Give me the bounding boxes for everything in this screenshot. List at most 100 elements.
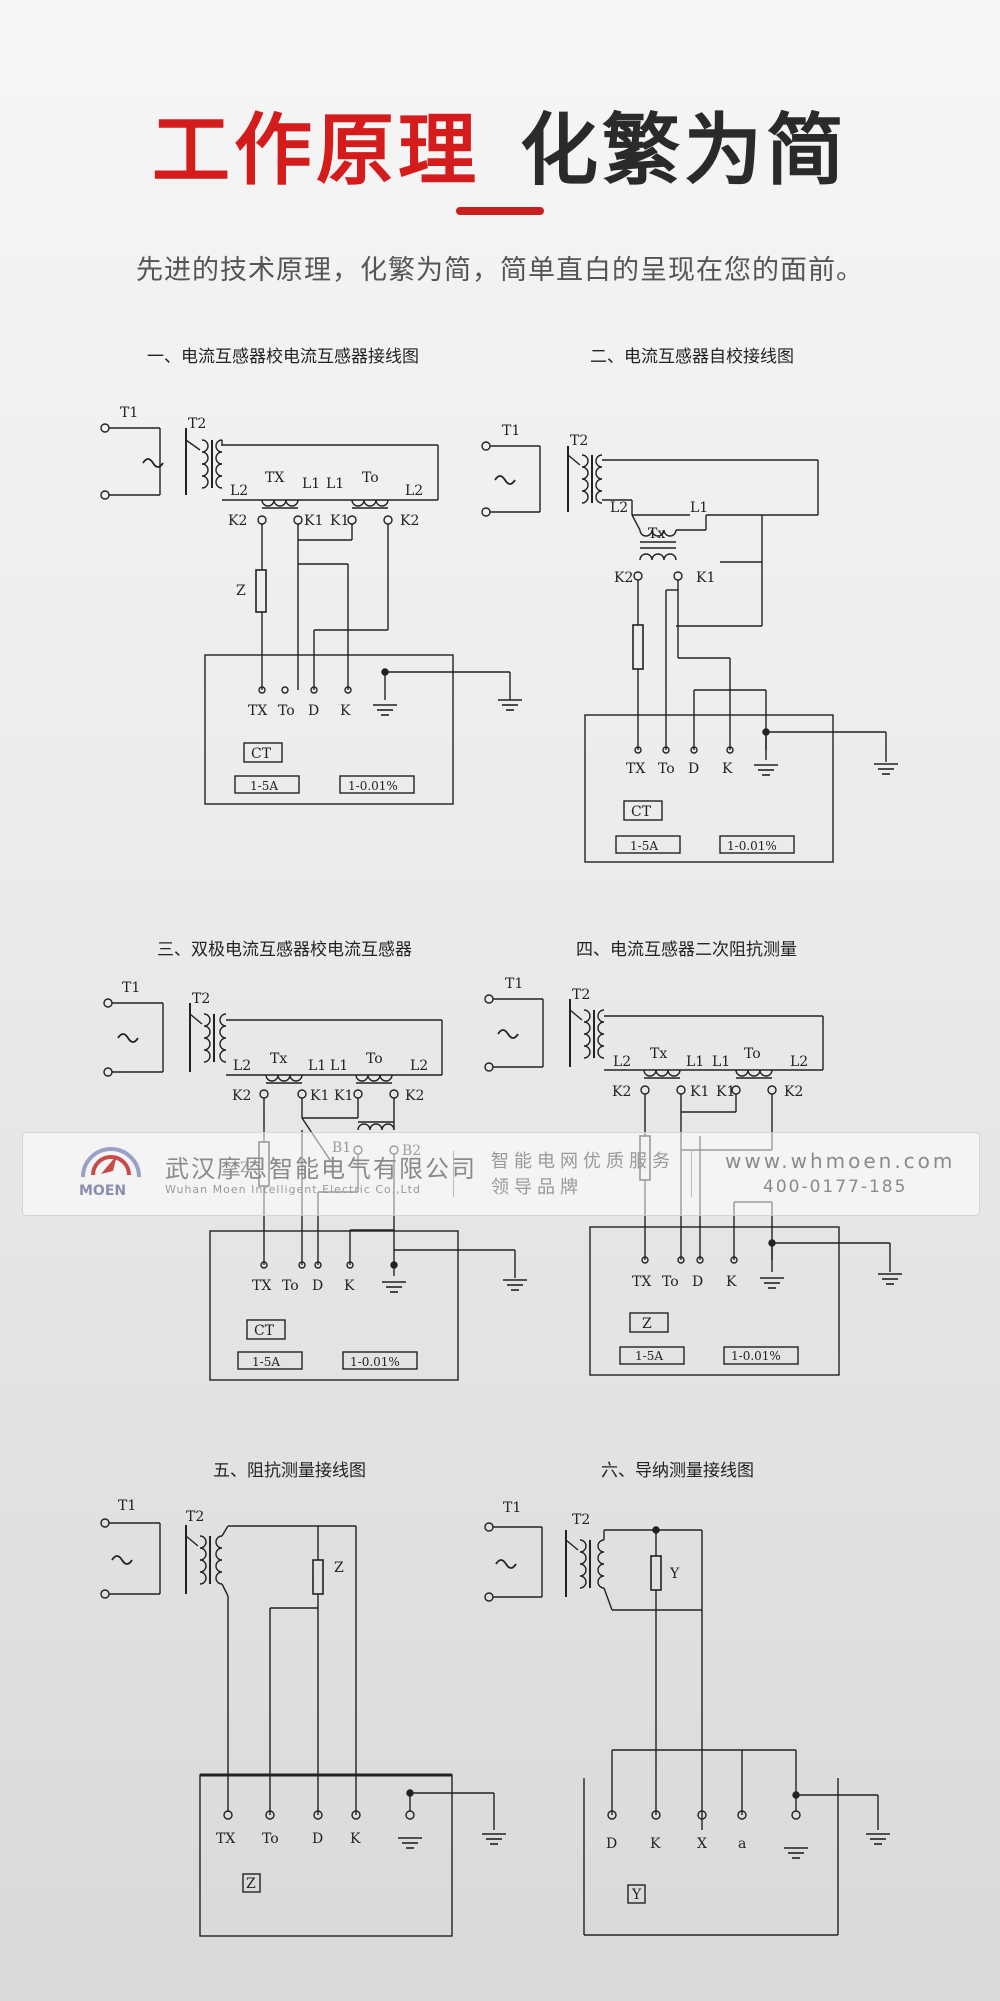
label-tx: Tx (648, 526, 665, 542)
terminal-d: D (606, 1836, 617, 1852)
t2-coil-icon (201, 439, 209, 489)
label-t1: T1 (120, 405, 138, 421)
phone-number: 400-0177-185 (763, 1177, 908, 1197)
diagram-2-caption: 二、电流互感器自校接线图 (590, 347, 794, 367)
label-t2: T2 (188, 416, 206, 432)
terminal-k: K (650, 1836, 661, 1852)
website-url: www.whmoen.com (725, 1149, 956, 1173)
label-z: Z (236, 583, 246, 599)
label-l2: L2 (230, 483, 248, 499)
panel-accuracy: 1-0.01% (731, 1349, 781, 1363)
panel-accuracy: 1-0.01% (348, 779, 398, 793)
label-k1: K1 (696, 570, 715, 586)
label-l1b: L1 (712, 1054, 730, 1070)
terminal-d: D (688, 761, 699, 777)
terminal-a: a (738, 1836, 746, 1852)
diagram-5: T1 T2 Z TX To D K Z (100, 1498, 507, 1937)
terminal-k: K (340, 703, 351, 719)
label-k1: K1 (310, 1088, 329, 1104)
label-t1: T1 (505, 976, 523, 992)
label-l1: L1 (686, 1054, 704, 1070)
label-tx: Tx (270, 1051, 287, 1067)
label-k1: K1 (690, 1084, 709, 1100)
diagram-3-caption: 三、双极电流互感器校电流互感器 (157, 940, 412, 960)
terminal-to: To (278, 703, 295, 719)
watermark-divider (453, 1151, 454, 1197)
label-l2b: L2 (410, 1058, 428, 1074)
terminal-tx: TX (248, 703, 267, 719)
diagram-3: T1 T2 L2 Tx L1 L1 To L2 K2 K1 K1 K2 B1 B… (103, 980, 528, 1381)
terminal-to: To (658, 761, 675, 777)
page-title: 工作原理化繁为简 (0, 88, 1000, 200)
panel-label: CT (251, 746, 272, 762)
terminal-k: K (350, 1831, 361, 1847)
panel-range: 1-5A (250, 779, 278, 793)
title-underline (456, 207, 544, 215)
label-to: To (362, 470, 379, 486)
label-k1b: K1 (716, 1084, 735, 1100)
terminal-k: K (344, 1278, 355, 1294)
terminal-d: D (308, 703, 319, 719)
label-k1b: K1 (334, 1088, 353, 1104)
label-k2: K2 (614, 570, 633, 586)
company-name-en: Wuhan Moen Intelligent Electric Co.,Ltd (165, 1183, 421, 1196)
slogan-line-1: 智能电网优质服务 (491, 1151, 675, 1172)
label-t1: T1 (122, 980, 140, 996)
panel-accuracy: 1-0.01% (727, 839, 777, 853)
panel-label: Z (642, 1316, 652, 1332)
diagram-5-caption: 五、阻抗测量接线图 (213, 1461, 366, 1481)
panel-label: CT (254, 1323, 275, 1339)
terminal-tx: TX (216, 1831, 235, 1847)
watermark-banner: MOEN 武汉摩恩智能电气有限公司 Wuhan Moen Intelligent… (22, 1132, 980, 1216)
terminal-k: K (726, 1274, 737, 1290)
diagram-6-caption: 六、导纳测量接线图 (601, 1461, 754, 1481)
label-l2: L2 (233, 1058, 251, 1074)
diagram-2: T1 T2 L2 Tx L1 K2 K1 TX To D K CT 1-5A 1… (481, 423, 899, 863)
terminal-d: D (312, 1278, 323, 1294)
diagram-1-caption: 一、电流互感器校电流互感器接线图 (147, 347, 419, 367)
terminal-to: To (262, 1831, 279, 1847)
terminal-d: D (692, 1274, 703, 1290)
terminal-tx: TX (626, 761, 645, 777)
terminal-tx: TX (252, 1278, 271, 1294)
moen-logo-icon (81, 1147, 141, 1178)
label-t1: T1 (118, 1498, 136, 1514)
panel-label: CT (631, 804, 652, 820)
label-y: Y (669, 1566, 680, 1582)
label-t2: T2 (572, 1512, 590, 1528)
label-l1b: L1 (326, 476, 344, 492)
panel-range: 1-5A (252, 1355, 280, 1369)
company-name-cn: 武汉摩恩智能电气有限公司 (165, 1155, 477, 1183)
label-l2: L2 (610, 500, 628, 516)
diagram-4-caption: 四、电流互感器二次阻抗测量 (576, 940, 797, 960)
label-k2b: K2 (784, 1084, 803, 1100)
label-k1b: K1 (330, 513, 349, 529)
label-tx: Tx (650, 1046, 667, 1062)
label-l1b: L1 (330, 1058, 348, 1074)
label-l2b: L2 (405, 483, 423, 499)
panel-accuracy: 1-0.01% (350, 1355, 400, 1369)
label-t2: T2 (192, 991, 210, 1007)
label-t1: T1 (502, 423, 520, 439)
label-t2: T2 (186, 1509, 204, 1525)
label-l1: L1 (302, 476, 320, 492)
title-red: 工作原理 (151, 106, 480, 196)
label-to: To (744, 1046, 761, 1062)
title-dark: 化繁为简 (520, 106, 849, 196)
label-t2: T2 (570, 433, 588, 449)
label-k2b: K2 (400, 513, 419, 529)
label-l2b: L2 (790, 1054, 808, 1070)
label-l1: L1 (690, 500, 708, 516)
slogan-line-2: 领导品牌 (491, 1177, 583, 1198)
label-to: To (366, 1051, 383, 1067)
label-k2: K2 (232, 1088, 251, 1104)
label-k2b: K2 (405, 1088, 424, 1104)
label-l1: L1 (308, 1058, 326, 1074)
label-t2: T2 (572, 987, 590, 1003)
terminal-x: X (697, 1836, 707, 1852)
label-t1: T1 (503, 1500, 521, 1516)
label-k2: K2 (228, 513, 247, 529)
label-tx: TX (265, 470, 284, 486)
label-z: Z (334, 1560, 344, 1576)
diagram-1: T1 T2 L2 TX L1 L1 To L2 K2 K1 K1 K2 Z TX… (100, 405, 523, 805)
